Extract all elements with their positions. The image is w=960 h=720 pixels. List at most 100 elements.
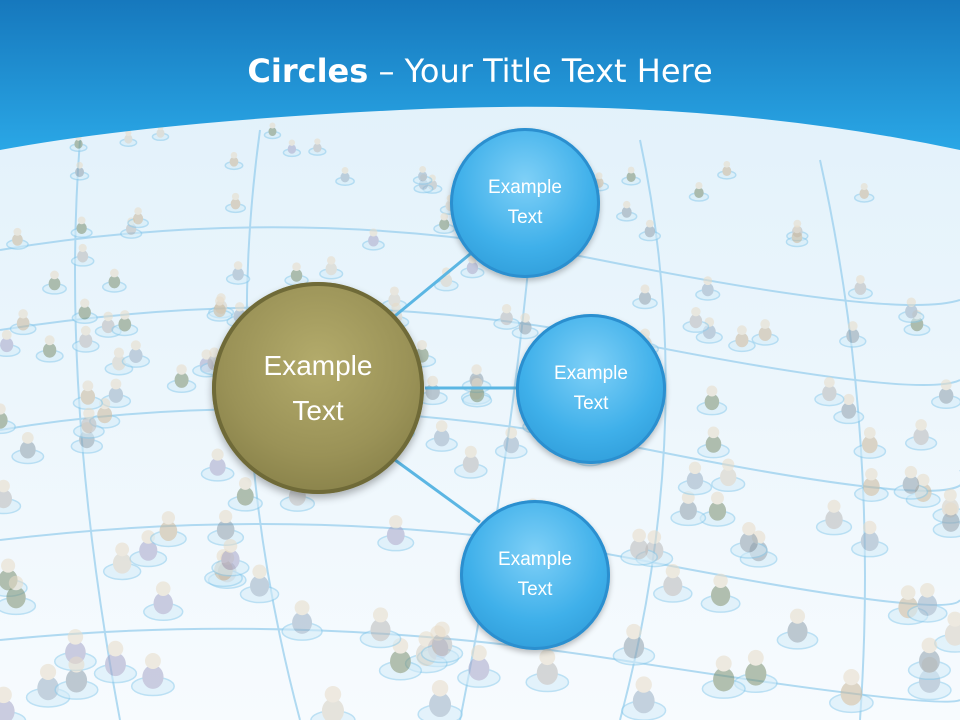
crowd-figure — [73, 407, 105, 439]
crowd-figure — [0, 479, 22, 515]
slide-title-rest: – Your Title Text Here — [368, 52, 713, 90]
crowd-figure — [200, 448, 235, 482]
crowd-figure — [281, 600, 323, 641]
crowd-figure — [362, 228, 385, 251]
crowd-figure — [453, 445, 488, 479]
crowd-figure — [143, 581, 184, 622]
crowd-figure — [839, 321, 867, 348]
crowd-figure — [420, 621, 464, 664]
crowd-figure — [682, 306, 710, 333]
crowd-figure — [42, 270, 67, 295]
crowd-figure — [335, 166, 355, 186]
crowd-figure — [101, 268, 127, 293]
node-middle-line2: Text — [573, 393, 609, 414]
crowd-figure — [700, 573, 741, 613]
crowd-figure — [129, 530, 168, 568]
crowd-figure — [207, 509, 245, 546]
crowd-figure — [616, 200, 638, 222]
node-bottom-line1: Example — [498, 549, 572, 570]
crowd-figure — [0, 686, 27, 720]
node-top-line2: Text — [507, 207, 543, 228]
crowd-figure — [907, 637, 952, 681]
node-circle-middle: Example Text — [516, 314, 666, 464]
crowd-figure — [717, 160, 737, 180]
crowd-figure — [612, 623, 656, 666]
crowd-figure — [69, 134, 88, 152]
crowd-figure — [525, 649, 570, 693]
crowd-figure — [149, 511, 187, 548]
crowd-figure — [776, 608, 819, 650]
crowd-figure — [697, 426, 730, 459]
crowd-figure — [699, 491, 736, 527]
crowd-figure — [70, 216, 93, 238]
center-circle: Example Text — [212, 282, 424, 494]
crowd-figure — [0, 403, 16, 435]
crowd-figure — [511, 312, 539, 340]
crowd-figure — [54, 656, 99, 700]
crowd-figure — [111, 310, 139, 337]
crowd-figure — [71, 325, 100, 353]
crowd-figure — [907, 582, 948, 623]
crowd-figure — [815, 499, 853, 536]
center-circle-line1: Example — [263, 350, 373, 381]
crowd-figure — [378, 637, 423, 681]
crowd-figure — [263, 122, 282, 140]
crowd-figure — [494, 426, 528, 459]
crowd-figure — [121, 340, 151, 368]
crowd-figure — [730, 522, 768, 559]
crowd-figure — [854, 467, 889, 502]
node-middle-line1: Example — [554, 363, 628, 384]
crowd-figure — [653, 563, 693, 603]
crowd-figure — [898, 297, 925, 324]
node-circle-bottom: Example Text — [460, 500, 610, 650]
crowd-figure — [417, 680, 463, 720]
crowd-figure — [224, 151, 244, 171]
crowd-figure — [377, 515, 415, 552]
slide-title: Circles – Your Title Text Here — [0, 52, 960, 90]
crowd-figure — [239, 564, 280, 604]
crowd-figure — [638, 219, 662, 242]
crowd-figure — [102, 542, 142, 581]
crowd-figure — [166, 364, 197, 394]
crowd-figure — [6, 227, 29, 250]
crowd-figure — [71, 298, 98, 325]
crowd-figure — [814, 376, 845, 407]
crowd-figure — [904, 419, 938, 451]
crowd-figure — [853, 182, 875, 203]
crowd-figure — [620, 528, 659, 566]
crowd-figure — [893, 465, 929, 500]
crowd-figure — [733, 649, 778, 693]
crowd-figure — [728, 325, 756, 353]
crowd-figure — [828, 669, 874, 714]
crowd-figure — [11, 431, 45, 465]
crowd-figure — [127, 207, 149, 229]
crowd-figure — [632, 284, 658, 310]
crowd-figure — [206, 296, 233, 322]
crowd-figure — [35, 335, 64, 363]
crowd-figure — [425, 420, 458, 452]
crowd-figure — [851, 520, 889, 558]
node-circle-top: Example Text — [450, 128, 600, 278]
crowd-figure — [621, 166, 641, 186]
node-bottom-line2: Text — [517, 579, 553, 600]
crowd-figure — [225, 192, 247, 214]
crowd-figure — [308, 138, 327, 156]
header-band — [0, 0, 960, 150]
crowd-figure — [847, 274, 873, 300]
crowd-figure — [833, 393, 865, 425]
connector-lines — [389, 248, 518, 524]
crowd-figure — [0, 329, 21, 358]
crowd-figure — [310, 685, 356, 720]
crowd-figure — [696, 385, 728, 416]
crowd-figure — [282, 139, 302, 158]
crowd-figure — [457, 645, 501, 688]
crowd-figure — [493, 304, 520, 330]
crowd-figure — [412, 165, 433, 185]
crowd-figure — [934, 611, 960, 653]
crowd-figure — [621, 676, 667, 720]
crowd-figure — [319, 256, 344, 280]
crowd-figure — [93, 640, 138, 684]
crowd-figure — [211, 538, 250, 577]
crowd-figure — [69, 161, 90, 181]
